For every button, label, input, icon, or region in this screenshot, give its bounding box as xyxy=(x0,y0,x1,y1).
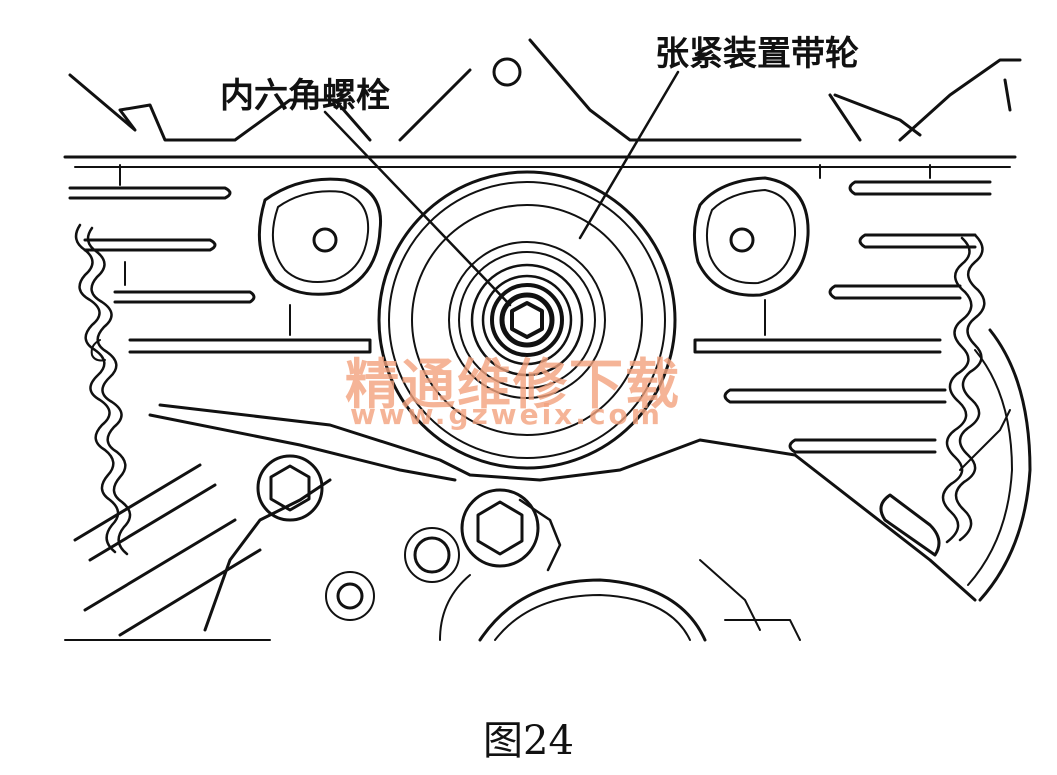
gasket-edges xyxy=(74,223,986,556)
left-slots xyxy=(68,164,372,354)
left-oval-boss xyxy=(257,177,383,296)
engine-front-diagram xyxy=(63,38,1032,642)
callout-leaders xyxy=(323,70,680,307)
right-rear-curve xyxy=(967,328,1032,602)
crankshaft-opening xyxy=(439,559,801,642)
tensioner-pulley-label: 张紧装置带轮 xyxy=(655,34,859,74)
watermark-text: 精通维修下载 xyxy=(345,352,681,416)
upper-housing xyxy=(63,38,1022,168)
tensioner-pulley xyxy=(377,170,677,470)
small-bosses xyxy=(90,339,460,621)
hex-socket-bolt xyxy=(499,292,555,348)
lower-hex-bolts xyxy=(256,454,562,572)
right-oval-boss xyxy=(693,176,810,297)
lower-housing xyxy=(64,403,1011,641)
figure-caption: 图24 xyxy=(483,718,574,764)
watermark-url: www.gzweix.com xyxy=(350,398,663,431)
right-slots xyxy=(693,164,992,454)
hex-bolt-label: 内六角螺栓 xyxy=(220,76,390,116)
